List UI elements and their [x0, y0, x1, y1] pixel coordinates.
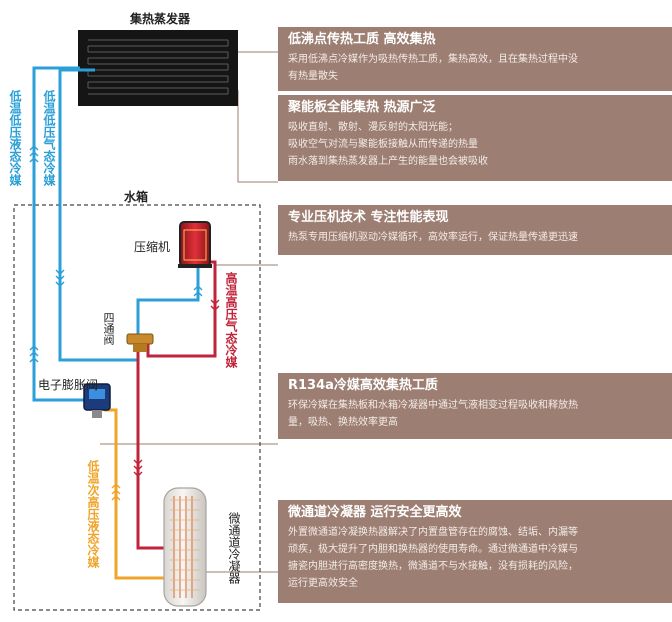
sub-high-pressure-liquid-label: 低温次高压液态冷媒 [86, 460, 100, 568]
low-pressure-liquid-label: 低温低压液态冷媒 [8, 90, 22, 186]
panel-energy-collector: 聚能板全能集热 热源广泛 吸收直射、散射、漫反射的太阳光能； 吸收空气对流与聚能… [278, 95, 672, 181]
valve-body [126, 333, 154, 345]
panel-low-boiling-medium: 低沸点传热工质 高效集热 采用低沸点冷媒作为吸热传热工质，集热高效，且在集热过程… [278, 27, 672, 91]
leader-lines [100, 51, 278, 573]
cold-pipe-arrows [29, 145, 203, 363]
valve-to-compressor-pipe [136, 268, 200, 340]
leader-line-2 [237, 90, 278, 183]
micro-channel-condenser-tank [163, 487, 207, 607]
water-tank-outline [13, 204, 261, 611]
panel-title: 微通道冷凝器 运行安全更高效 [288, 505, 462, 520]
low-pressure-gas-pipe [58, 68, 140, 362]
panel-text: 环保冷媒在集热板和水箱冷凝器中通过气液相变过程吸收和释放热 [288, 400, 578, 411]
panel-text: 顽疾，极大提升了内胆和换热器的使用寿命。通过微通道中冷媒与 [288, 544, 578, 555]
low-pressure-gas-label: 低温低压气态冷媒 [42, 90, 56, 186]
sub-high-pressure-liquid-pipe [104, 408, 172, 580]
panel-text: 采用低沸点冷媒作为吸热传热工质，集热高效，且在集热过程中没 [288, 54, 578, 65]
four-way-valve-label: 四通阀 [102, 312, 115, 345]
expansion-valve-label: 电子膨胀阀 [38, 378, 99, 392]
panel-title: 低沸点传热工质 高效集热 [288, 32, 436, 47]
four-way-valve [126, 333, 154, 352]
orange-pipe-arrows [111, 483, 121, 501]
panel-title: R134a冷媒高效集热工质 [288, 378, 438, 393]
panel-text: 有热量散失 [288, 71, 338, 82]
low-pressure-liquid-pipe [32, 66, 84, 402]
panel-compressor-tech: 专业压机技术 专注性能表现 热泵专用压缩机驱动冷媒循环，高效率运行，保证热量传递… [278, 205, 672, 255]
high-pressure-gas-pipe [146, 260, 217, 358]
tank-body [163, 487, 207, 607]
panel-r134a-refrigerant: R134a冷媒高效集热工质 环保冷媒在集热板和水箱冷凝器中通过气液相变过程吸收和… [278, 373, 672, 439]
panel-text: 吸收空气对流与聚能板接触从而传递的热量 [288, 139, 478, 150]
panel-title: 专业压机技术 专注性能表现 [288, 210, 449, 225]
panel-text: 雨水落到集热蒸发器上产生的能量也会被吸收 [288, 156, 488, 167]
panel-text: 外置微通道冷凝换热器解决了内置盘管存在的腐蚀、结垢、内漏等 [288, 527, 578, 538]
orange-pipes [104, 408, 172, 580]
panel-text: 热泵专用压缩机驱动冷媒循环，高效率运行，保证热量传递更迅速 [288, 232, 578, 243]
panel-text: 量，吸热、换热效率更高 [288, 417, 398, 428]
compressor [178, 221, 212, 268]
panel-text: 吸收直射、散射、漫反射的太阳光能； [288, 122, 458, 133]
hot-pipe-arrows [133, 299, 220, 477]
panel-text: 搪瓷内胆进行高密度换热，微通道不与水接触，没有损耗的风险， [288, 561, 578, 572]
tank-label: 水箱 [124, 190, 149, 204]
collector-evaporator [78, 30, 238, 106]
evaporator-coil [88, 39, 228, 95]
high-pressure-gas-label: 高温高压气态冷媒 [224, 272, 238, 368]
cold-pipes [32, 66, 200, 402]
evaporator-label: 集热蒸发器 [130, 12, 191, 26]
evaporator-body [78, 30, 238, 106]
panel-micro-channel-condenser: 微通道冷凝器 运行安全更高效 外置微通道冷凝换热器解决了内置盘管存在的腐蚀、结垢… [278, 500, 672, 603]
panel-title: 聚能板全能集热 热源广泛 [288, 100, 436, 115]
compressor-label: 压缩机 [134, 240, 171, 254]
condenser-label: 微通道冷凝器 [227, 512, 241, 584]
electronic-expansion-valve [83, 383, 111, 418]
panel-text: 运行更高效安全 [288, 578, 358, 589]
